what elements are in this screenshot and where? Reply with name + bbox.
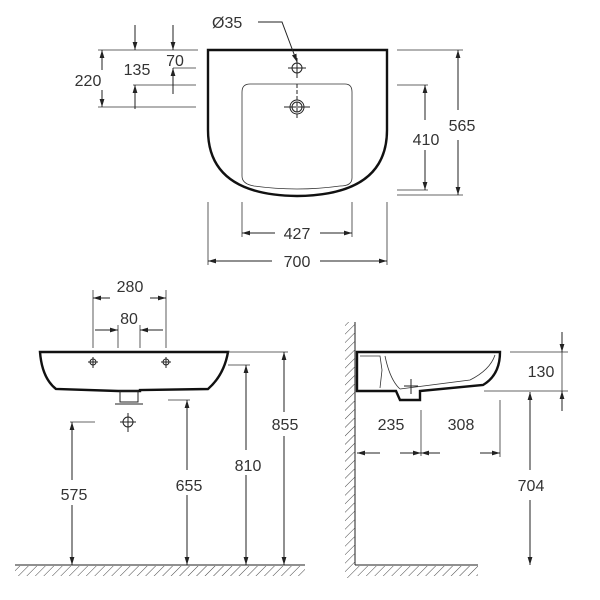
waste-outlet-side: [404, 379, 418, 394]
dim-80: 80: [120, 311, 138, 328]
wall-hatching: [345, 322, 355, 578]
dim-130: 130: [528, 364, 555, 381]
dim-700: 700: [284, 254, 311, 271]
dim-704: 704: [518, 478, 545, 495]
dim-135: 135: [124, 62, 151, 79]
dim-855: 855: [272, 417, 299, 434]
dim-427: 427: [284, 226, 311, 243]
dim-220: 220: [75, 73, 102, 90]
dim-235: 235: [378, 417, 405, 434]
hole-diameter-label: Ø35: [212, 15, 242, 32]
drain-hole: [284, 84, 310, 120]
dim-810: 810: [235, 458, 262, 475]
bowl-outline-top: [241, 83, 353, 190]
top-view: Ø35 220 135 70 410 565 427: [75, 15, 476, 271]
dim-70: 70: [166, 53, 184, 70]
tap-holes: [88, 357, 171, 368]
dim-655: 655: [176, 478, 203, 495]
basin-outline-side: [355, 350, 502, 402]
side-view: 130 235 308 704: [345, 322, 568, 578]
dim-308: 308: [448, 417, 475, 434]
basin-outline-top: [206, 48, 389, 198]
dim-410: 410: [413, 132, 440, 149]
front-view: 280 80 575 655 810 855: [15, 279, 305, 576]
waste-trap: [119, 390, 139, 403]
basin-outline-front: [38, 350, 230, 393]
dim-565: 565: [449, 118, 476, 135]
dim-280: 280: [117, 279, 144, 296]
floor-hatching-side: [355, 566, 478, 576]
floor-hatching: [15, 566, 305, 576]
waste-outlet: [120, 413, 136, 432]
dim-575: 575: [61, 487, 88, 504]
